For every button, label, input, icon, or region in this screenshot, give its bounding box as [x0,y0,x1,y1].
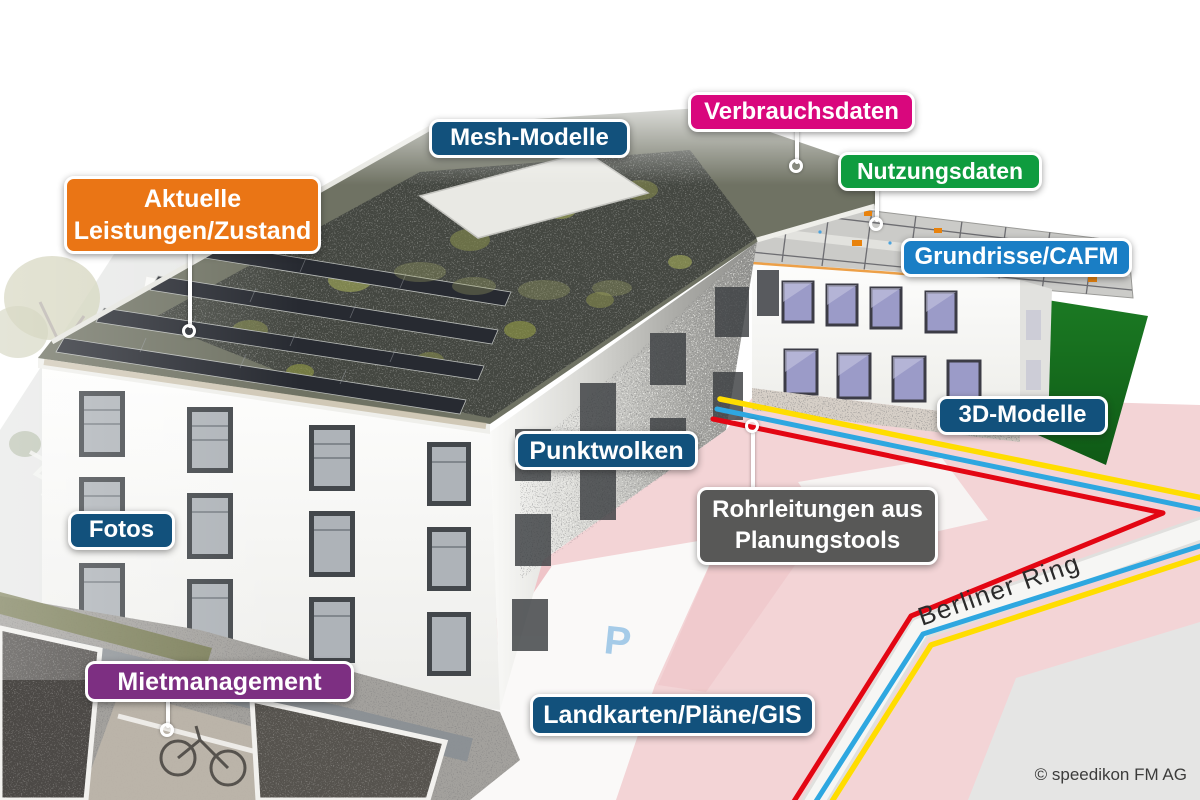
nutzungsdaten-leader-line [875,188,879,222]
rohrleitungen-leader-dot [745,419,759,433]
white-facade-windows [79,391,471,676]
cad-east-face [1020,280,1052,430]
verbrauchsdaten-leader-line [795,126,799,164]
bicycle [159,725,247,787]
callout-nutzungsdaten: Nutzungsdaten [838,152,1042,191]
main-building [38,108,876,710]
mietmanagement-leader-line [166,698,170,728]
callout-punktwolken: Punktwolken [515,431,698,470]
utility-pipes [710,396,1200,800]
callout-landkarten-plaene-gis: Landkarten/Pläne/GIS [530,694,815,736]
rohrleitungen-leader-line [751,432,755,490]
callout-fotos: Fotos [68,511,175,550]
pipe-blue-south [813,543,1200,800]
verbrauchsdaten-leader-dot [789,159,803,173]
callout-mesh-modelle: Mesh-Modelle [429,119,630,158]
callout-verbrauchsdaten: Verbrauchsdaten [688,92,915,132]
copyright-notice: © speedikon FM AG [1034,765,1187,784]
callout-grundrisse-cafm: Grundrisse/CAFM [901,238,1132,277]
callout-rohrleitungen: Rohrleitungen aus Planungstools [697,487,938,565]
pointcloud-window [757,270,779,316]
aktuelle-leader-line [188,250,192,328]
faint-bushes [394,262,632,300]
aktuelle-leader-dot [182,324,196,338]
nutzungsdaten-leader-dot [869,217,883,231]
callout-3d-modelle: 3D-Modelle [937,396,1108,435]
parking-p-large: P [602,618,633,665]
mietmanagement-leader-dot [160,723,174,737]
map-gray-lot [968,622,1200,800]
callout-aktuelle-leistungen-zustand: Aktuelle Leistungen/Zustand [64,176,321,254]
pipe-blue [714,406,1200,512]
pipe-yellow [717,396,1200,501]
pipe-yellow-south [829,554,1200,800]
pipe-red [710,416,1166,800]
callout-mietmanagement: Mietmanagement [85,661,354,702]
